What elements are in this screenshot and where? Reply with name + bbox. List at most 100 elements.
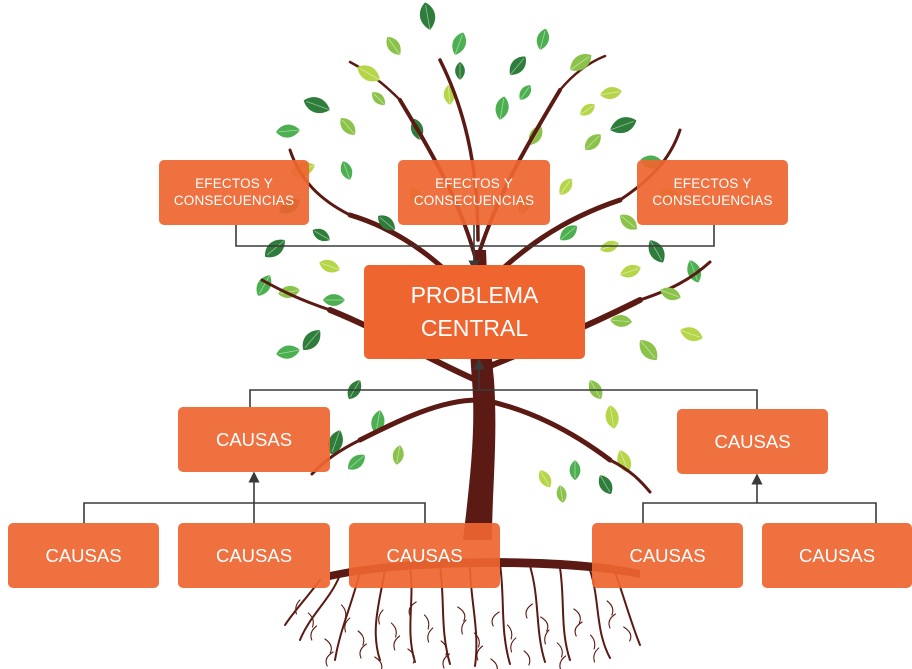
root-hair [510, 637, 517, 653]
cause-box-primary: CAUSAS [677, 409, 828, 474]
root-hair [461, 619, 467, 635]
root-hair [623, 626, 632, 642]
leaf [605, 404, 619, 429]
leaf-vein [519, 86, 530, 101]
root-strand [299, 574, 341, 641]
leaf [584, 134, 601, 151]
leaf [386, 36, 401, 56]
root-hair [457, 606, 466, 622]
leaf-vein [659, 289, 679, 298]
root-hair [390, 622, 397, 638]
leaf [599, 87, 622, 100]
leaf [659, 287, 681, 301]
cause-label: CAUSAS [386, 544, 463, 566]
connector-line [642, 502, 877, 523]
leaf-vein [569, 56, 590, 71]
root-hair [574, 621, 583, 637]
leaf [579, 103, 595, 116]
root-hair [393, 635, 401, 651]
leaf-vein [379, 216, 396, 231]
root-hair [490, 658, 498, 669]
leaf [519, 85, 532, 101]
root-hair [378, 609, 384, 625]
leaf-vein [589, 379, 601, 398]
root-hair [324, 638, 332, 654]
leaf [536, 28, 550, 51]
central-problem-label: PROBLEMA CENTRAL [410, 281, 539, 341]
cause-box-secondary: CAUSAS [592, 523, 743, 588]
root-hair [325, 651, 334, 667]
central-problem-box: PROBLEMA CENTRAL [364, 265, 585, 359]
root-hair [573, 608, 581, 624]
leaf [679, 327, 703, 342]
root-hair [374, 656, 383, 669]
root-hair [556, 642, 563, 658]
leaf [256, 274, 272, 296]
leaf [312, 228, 331, 242]
root-hair [407, 648, 415, 664]
cause-label: CAUSAS [215, 544, 293, 566]
leaf [452, 32, 467, 56]
leaf [538, 469, 552, 488]
leaf [357, 65, 381, 82]
leaf-vein [539, 469, 550, 486]
leaf-vein [499, 98, 505, 121]
leaf-vein [639, 339, 656, 359]
root-hair [427, 627, 434, 643]
leaf [556, 484, 567, 503]
leaf-vein [619, 449, 628, 471]
leaf [455, 62, 465, 80]
root-hair [440, 640, 448, 656]
root-hair [476, 645, 484, 661]
leaf [598, 474, 613, 495]
effect-label: EFECTOS Y CONSECUENCIAS [652, 175, 773, 208]
leaf-vein [343, 162, 351, 181]
leaf-vein [278, 129, 301, 133]
leaf-vein [599, 243, 618, 251]
leaf-vein [579, 105, 594, 116]
leaf-vein [559, 484, 564, 502]
root-hair [606, 600, 614, 616]
leaf [619, 264, 641, 278]
tree-branch [638, 260, 712, 302]
leaf-vein [425, 5, 431, 31]
leaf-vein [349, 454, 366, 469]
leaf-vein [599, 474, 611, 493]
leaf [569, 460, 581, 480]
root-hair [608, 613, 616, 629]
cause-label: CAUSAS [45, 544, 122, 566]
leaf [302, 329, 321, 350]
leaf [276, 124, 301, 138]
root-hair [344, 617, 351, 633]
leaf [378, 215, 396, 231]
root-hair [408, 601, 417, 617]
root-strand [559, 567, 571, 661]
leaf [276, 345, 301, 359]
leaf-vein [341, 119, 356, 136]
leaf-vein [388, 38, 401, 56]
root-hair [423, 614, 430, 630]
cause-box-secondary: CAUSAS [762, 523, 912, 588]
leaf [323, 294, 345, 306]
leaf-vein [679, 329, 701, 338]
leaf-vein [599, 91, 620, 96]
root-strand [499, 563, 511, 665]
leaf-vein [559, 226, 576, 241]
leaf-vein [539, 30, 546, 51]
leaf [559, 225, 577, 241]
leaf [340, 161, 353, 181]
leaf [569, 54, 592, 71]
leaf-vein [559, 180, 571, 196]
effect-box: EFECTOS Y CONSECUENCIAS [637, 160, 788, 225]
leaf [509, 56, 526, 76]
root-hair [359, 643, 367, 659]
root-hair [540, 616, 549, 632]
leaf [303, 97, 331, 114]
leaf [639, 339, 658, 360]
leaf [619, 214, 637, 230]
leaf-vein [375, 409, 381, 432]
root-hair [310, 625, 318, 641]
leaf [609, 117, 637, 134]
